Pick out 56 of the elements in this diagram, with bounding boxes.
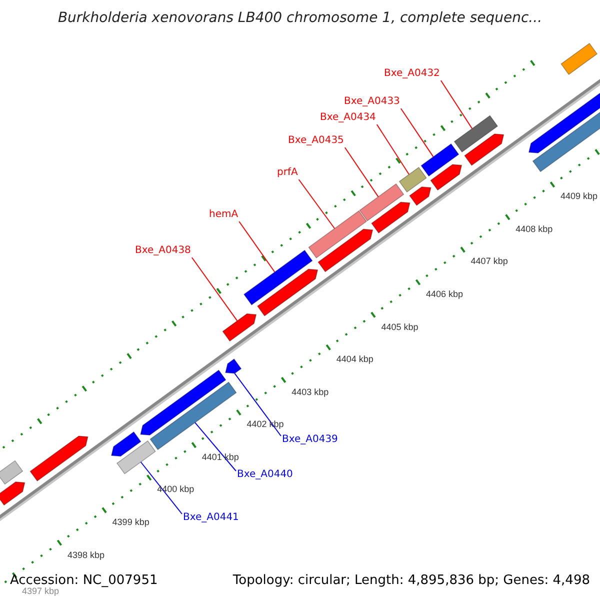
gene-feature [225, 358, 242, 374]
gene-label: Bxe_A0439 [282, 434, 338, 446]
gene-feature [110, 431, 142, 457]
gene-feature [222, 313, 257, 342]
leader-line [344, 147, 379, 198]
gene-label: Bxe_A0440 [237, 469, 293, 480]
gene-label: hemA [209, 209, 238, 220]
gene-label: Bxe_A0435 [288, 135, 344, 146]
gene-feature [257, 268, 318, 316]
leader-line [140, 462, 182, 514]
gene-feature [244, 250, 313, 306]
scale-label: 4401 kbp [202, 452, 239, 462]
scale-label: 4398 kbp [68, 550, 105, 560]
leader-line [191, 257, 238, 322]
gene-feature [430, 164, 462, 191]
gene-feature [30, 436, 88, 482]
scale-label: 4409 kbp [560, 191, 598, 202]
scale-label: 4405 kbp [381, 322, 418, 332]
gene-label: Bxe_A0434 [320, 112, 376, 124]
gene-label: prfA [277, 167, 298, 178]
leader-line [376, 124, 410, 175]
footer-text: Topology: circular; Length: 4,895,836 bp; Genes: 4,498 [232, 574, 590, 589]
leader-line [400, 108, 434, 158]
footer-text: Accession: NC_007951 [10, 574, 158, 588]
gene-feature [150, 382, 237, 450]
leader-line [298, 179, 336, 229]
leader-line [234, 372, 282, 436]
leader-line [194, 422, 236, 472]
gene-feature [140, 370, 226, 436]
scale-label: 4403 kbp [292, 386, 329, 398]
gene-feature [560, 42, 598, 75]
scale-label: 4404 kbp [336, 354, 374, 364]
gene-feature [0, 482, 26, 506]
gene-feature [116, 440, 156, 474]
gene-label: Bxe_A0432 [384, 68, 440, 80]
gene-feature [308, 210, 367, 258]
scale-label: 4407 kbp [470, 256, 508, 267]
scale-label: 4406 kbp [426, 289, 464, 300]
gene-feature [409, 186, 432, 206]
title: Burkholderia xenovorans LB400 chromosome 1, complete sequenc... [56, 10, 544, 26]
gene-feature [318, 228, 374, 272]
gene-label: Bxe_A0441 [183, 512, 239, 524]
gene-feature [371, 202, 410, 234]
gene-feature [420, 143, 460, 177]
gene-label: Bxe_A0433 [344, 96, 400, 108]
gene-feature [454, 115, 498, 153]
gene-feature [464, 134, 504, 166]
gene-feature [0, 460, 24, 485]
gene-feature [398, 166, 427, 192]
scale-label: 4408 kbp [516, 224, 553, 234]
gene-label: Bxe_A0438 [135, 245, 191, 256]
leader-line [238, 221, 276, 272]
leader-line [440, 80, 473, 130]
scale-label: 4399 kbp [112, 516, 150, 528]
scale-label: 4397 kbp [22, 586, 60, 596]
gene-feature [359, 183, 404, 222]
